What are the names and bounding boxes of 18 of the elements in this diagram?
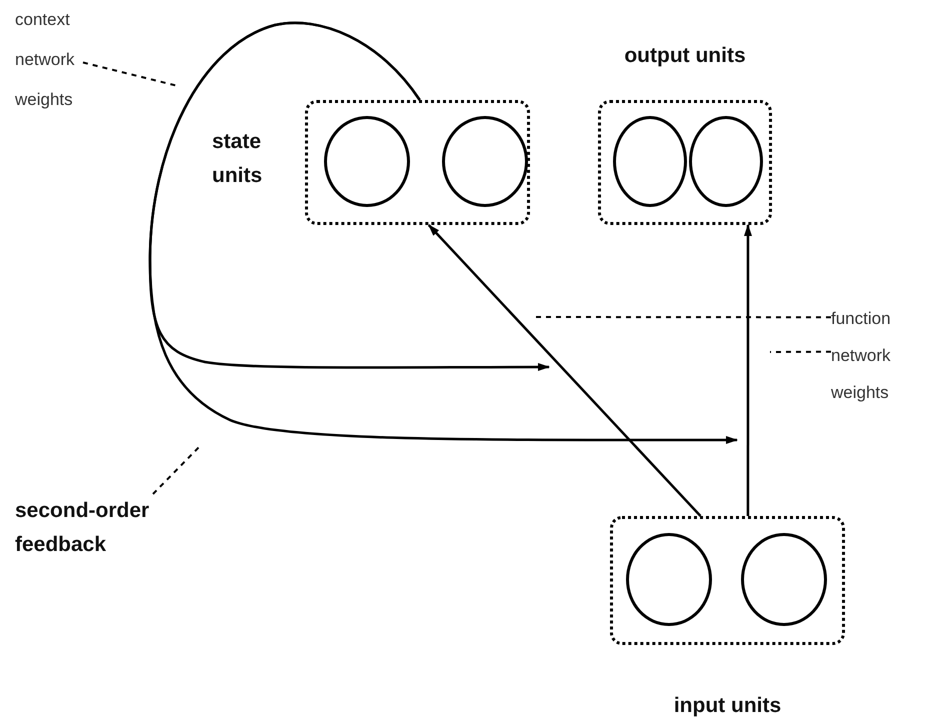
- group-title: output units: [623, 43, 747, 69]
- unit-circle: [741, 533, 827, 626]
- annotation-label: function network weights: [831, 300, 933, 415]
- group-title: state units: [212, 129, 264, 189]
- group-title: input units: [672, 693, 782, 719]
- unit-circle: [626, 533, 712, 626]
- leader-line: [535, 316, 831, 318]
- unit-circle: [324, 116, 410, 207]
- arrow: [744, 224, 752, 516]
- arrow: [428, 224, 702, 517]
- leader-line: [82, 62, 178, 87]
- unit-circle: [689, 116, 763, 207]
- annotation-label: second-order feedback: [15, 494, 245, 566]
- annotation-label: context network weights: [15, 0, 83, 125]
- arrow: [148, 22, 738, 444]
- unit-circle: [442, 116, 528, 207]
- unit-circle: [613, 116, 687, 207]
- leader-line: [770, 350, 831, 353]
